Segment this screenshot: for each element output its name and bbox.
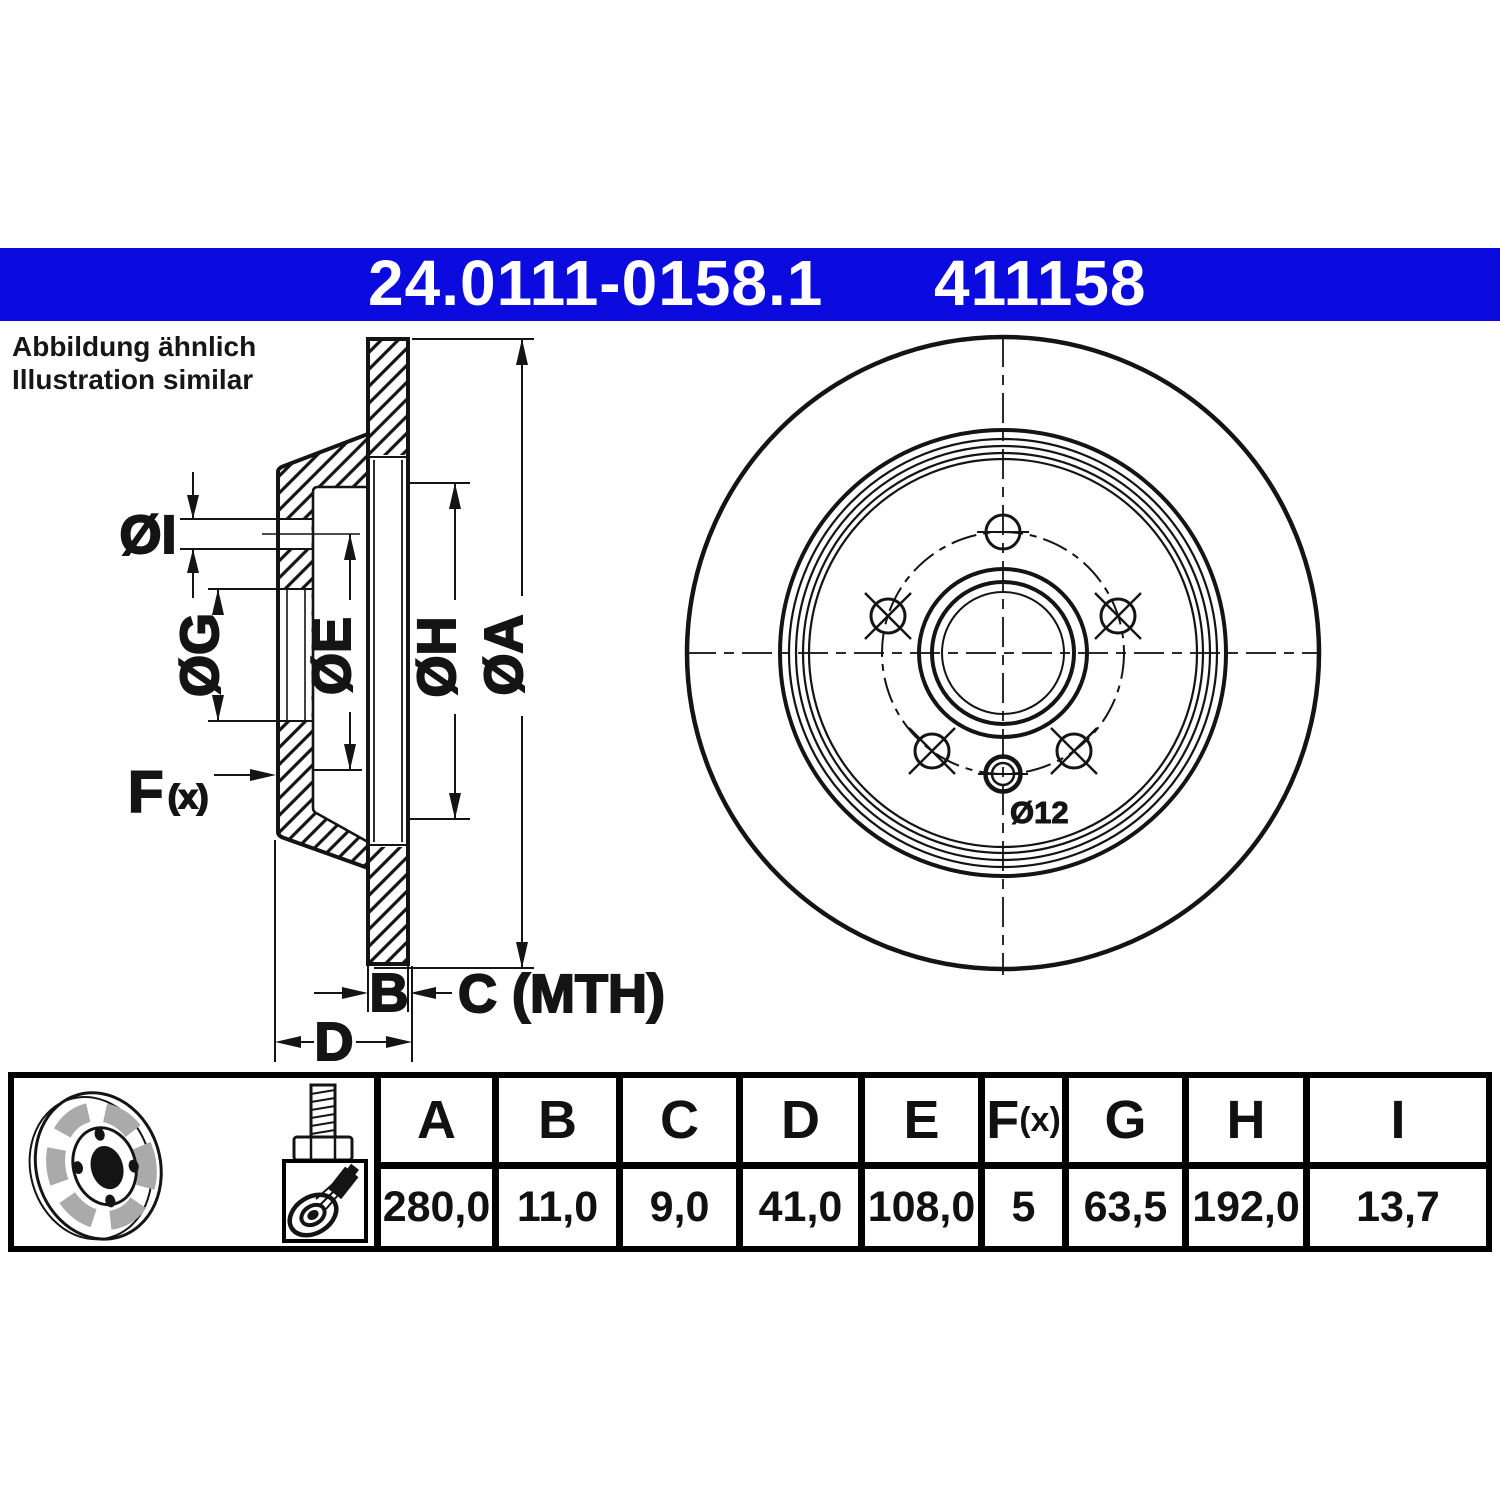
value-f: 5 bbox=[978, 1162, 1062, 1246]
hub-hole-label: Ø12 bbox=[1010, 795, 1069, 830]
coating-icon-box bbox=[282, 1159, 368, 1243]
locating-screw-hole: Ø12 bbox=[978, 754, 1069, 831]
dim-label-f: F bbox=[128, 760, 163, 825]
dim-label-h: ØH bbox=[407, 617, 467, 698]
value-h: 192,0 bbox=[1182, 1162, 1303, 1246]
catalog-number: 411158 bbox=[934, 247, 1147, 319]
value-g: 63,5 bbox=[1062, 1162, 1182, 1246]
value-i: 13,7 bbox=[1303, 1162, 1486, 1246]
note-line-en: Illustration similar bbox=[12, 364, 254, 395]
dim-label-g: ØG bbox=[170, 613, 230, 697]
part-number: 24.0111-0158.1 bbox=[368, 247, 824, 319]
col-header-c: C bbox=[616, 1078, 736, 1162]
product-icon-cell bbox=[14, 1078, 374, 1246]
bolt-holes bbox=[864, 513, 1142, 775]
front-view: Ø12 bbox=[684, 334, 1322, 975]
friction-band-circles bbox=[778, 428, 1228, 878]
dim-label-b: B bbox=[370, 963, 409, 1023]
illustration-note: Abbildung ähnlich Illustration similar bbox=[12, 330, 256, 396]
dimension-e: ØE bbox=[262, 533, 363, 771]
value-d: 41,0 bbox=[736, 1162, 858, 1246]
col-header-g: G bbox=[1062, 1078, 1182, 1162]
coating-spray-icon bbox=[287, 1163, 360, 1238]
dim-label-e: ØE bbox=[302, 617, 362, 695]
dimension-i: ØI bbox=[118, 472, 313, 598]
dim-label-a: ØA bbox=[474, 615, 534, 696]
col-header-e: E bbox=[858, 1078, 978, 1162]
dim-label-f-suffix: (x) bbox=[168, 778, 208, 815]
hub-circles bbox=[917, 567, 1089, 739]
title-bar: 24.0111-0158.1 411158 bbox=[0, 248, 1500, 321]
dim-label-c: C (MTH) bbox=[458, 964, 665, 1024]
col-header-f-main: F bbox=[986, 1090, 1020, 1150]
dim-label-d: D bbox=[315, 1012, 354, 1072]
friction-ring-section bbox=[366, 337, 410, 966]
disc-outer-circle bbox=[684, 334, 1322, 972]
col-header-h: H bbox=[1182, 1078, 1303, 1162]
dimension-f: F (x) bbox=[127, 759, 276, 826]
dim-label-i: ØI bbox=[119, 505, 176, 565]
dimension-h: ØH bbox=[406, 482, 470, 820]
col-header-d: D bbox=[736, 1078, 858, 1162]
center-lines bbox=[686, 337, 1320, 975]
cross-section-view: ØI ØG ØE bbox=[118, 337, 666, 1073]
value-b: 11,0 bbox=[492, 1162, 616, 1246]
col-header-f: F(x) bbox=[978, 1078, 1062, 1162]
dimension-g: ØG bbox=[169, 588, 278, 722]
value-a: 280,0 bbox=[374, 1162, 492, 1246]
spec-table: A B C D E F(x) G H I 280,0 11,0 9,0 41,0… bbox=[8, 1072, 1492, 1252]
col-header-f-suffix: (x) bbox=[1019, 1100, 1061, 1139]
dimension-bcd: B C (MTH) D bbox=[274, 840, 666, 1073]
brake-disc-icon bbox=[28, 1091, 163, 1241]
col-header-i: I bbox=[1303, 1078, 1486, 1162]
bolt-icon bbox=[292, 1083, 354, 1162]
dimension-a: ØA bbox=[374, 338, 535, 969]
col-header-a: A bbox=[374, 1078, 492, 1162]
note-line-de: Abbildung ähnlich bbox=[12, 331, 257, 362]
value-e: 108,0 bbox=[858, 1162, 978, 1246]
col-header-b: B bbox=[492, 1078, 616, 1162]
value-c: 9,0 bbox=[616, 1162, 736, 1246]
